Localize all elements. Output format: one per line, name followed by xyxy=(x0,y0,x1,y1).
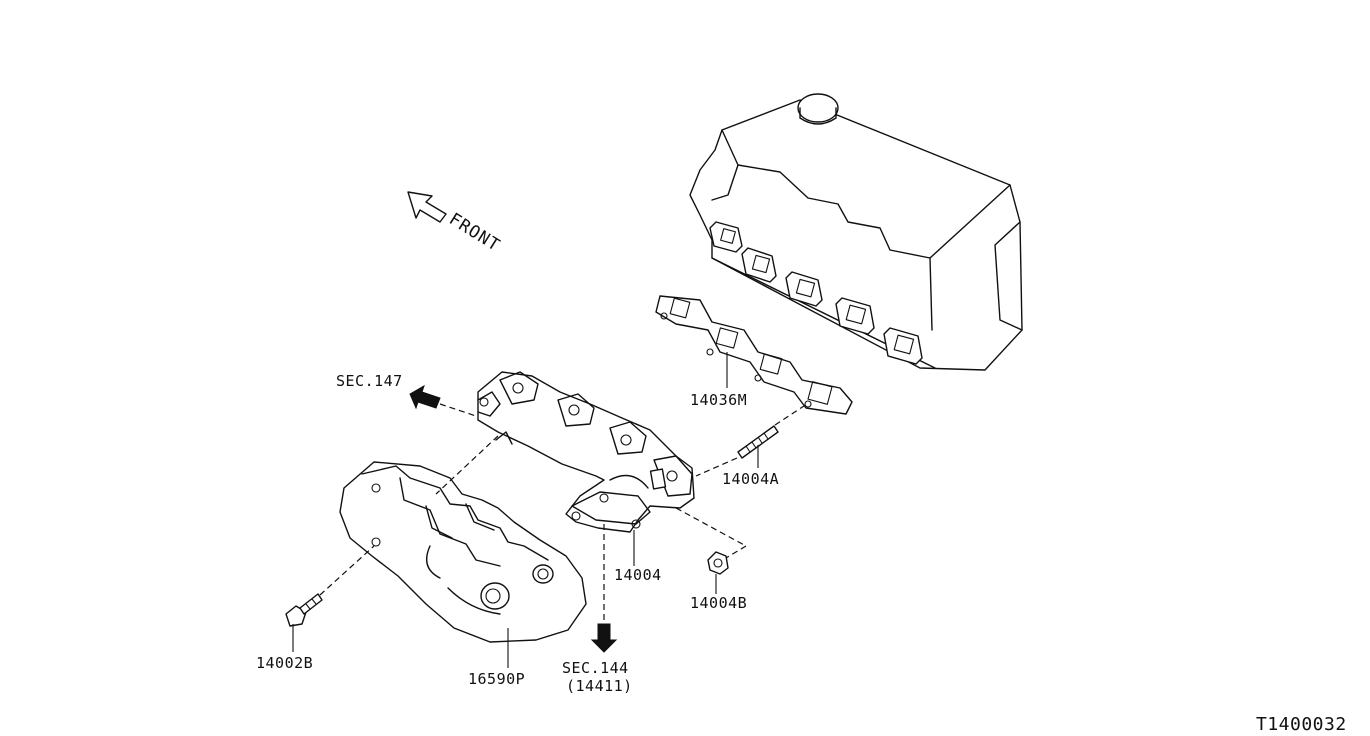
sec147-label: SEC.147 xyxy=(336,372,403,390)
bolt-part-label: 14002B xyxy=(256,654,313,672)
sec144-sub-label: (14411) xyxy=(566,677,633,695)
front-arrow-icon xyxy=(407,191,447,223)
heat-shield xyxy=(339,461,587,643)
heat-shield-part-label: 16590P xyxy=(468,670,525,688)
exhaust-manifold xyxy=(477,371,695,533)
heat-shield-bolt xyxy=(285,593,323,627)
exhaust-manifold-gasket xyxy=(655,295,853,415)
gasket-part-label: 14036M xyxy=(690,391,747,409)
engine-cylinder-head xyxy=(689,93,1023,371)
nut-part-label: 14004B xyxy=(690,594,747,612)
sec144-arrow-icon xyxy=(590,623,618,653)
front-direction-indicator: FRONT xyxy=(407,191,504,256)
sec144-label: SEC.144 xyxy=(562,659,629,677)
manifold-nut xyxy=(707,551,729,575)
stud-part-label: 14004A xyxy=(722,470,779,488)
head-exhaust-ports xyxy=(709,221,923,365)
sec147-arrow-icon xyxy=(409,384,441,410)
oil-filler-cap xyxy=(797,93,839,123)
manifold-part-label: 14004 xyxy=(614,566,662,584)
stud-bolt xyxy=(737,425,779,459)
front-label: FRONT xyxy=(445,209,503,256)
figure-code: T1400032 xyxy=(1256,714,1347,735)
